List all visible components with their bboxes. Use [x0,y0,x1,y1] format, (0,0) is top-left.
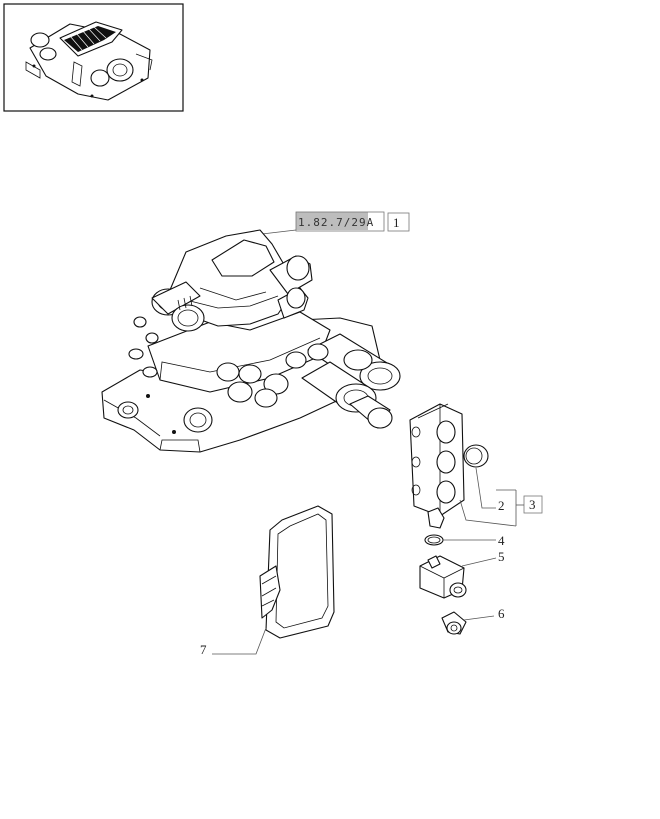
group-box-3-text: 3 [529,497,536,512]
callout-6-label: 6 [498,606,505,621]
reference-code-box-text: 1 [393,215,400,230]
connector-block-part-5[interactable] [419,555,467,599]
callout-7-label: 7 [200,642,207,657]
group-box-3[interactable]: 3 [523,495,543,514]
thumbnail-overview[interactable] [3,3,184,112]
callout-4-label: 4 [498,533,505,548]
plug-part-6[interactable] [441,611,467,635]
control-valve-assembly[interactable] [101,229,401,453]
o-ring-part-4[interactable] [424,534,444,546]
valve-section-part-2[interactable] [409,403,465,529]
thumbnail-valve-icon [25,21,153,101]
callout-5-label: 5 [498,549,505,564]
gasket-part-7[interactable] [259,505,335,639]
callout-2-label: 2 [498,498,505,513]
reference-code-text: 1.82.7/29A [298,216,374,229]
reference-code-label[interactable]: 1.82.7/29A 1 [295,211,410,232]
plug-cap-part-2[interactable] [463,444,489,468]
